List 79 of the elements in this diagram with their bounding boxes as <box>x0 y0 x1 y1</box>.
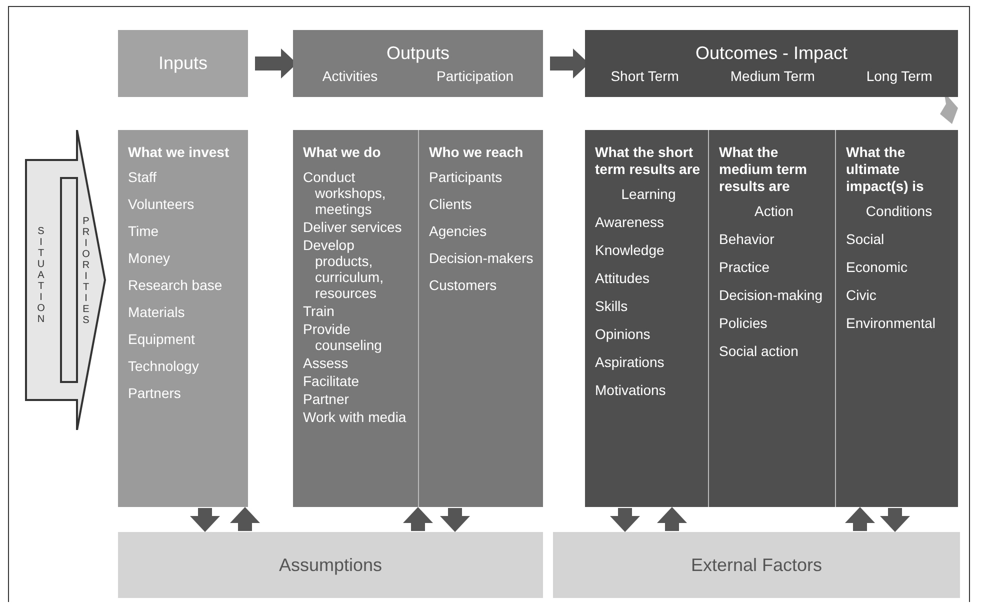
stage-subtitle: Participation <box>436 68 514 84</box>
list-item: Conduct workshops, meetings <box>303 169 387 217</box>
list-item: Learning <box>620 186 677 202</box>
list-item: Opinions <box>595 326 652 342</box>
list-item: Conditions <box>864 203 934 219</box>
list-item: Develop products, curriculum, resources <box>303 237 384 301</box>
stage-title: Inputs <box>158 53 208 74</box>
stage-header <box>585 30 958 97</box>
band-label: External Factors <box>690 554 822 576</box>
factor-band <box>553 532 960 598</box>
list-item: Civic <box>846 287 878 303</box>
content-column <box>585 130 708 507</box>
column-heading: What the ultimate impact(s) is <box>846 144 925 195</box>
list-item: Behavior <box>719 231 776 247</box>
list-item: Social action <box>719 343 800 359</box>
vertical-label: PRIORITIES <box>82 216 90 326</box>
list-item: Agencies <box>429 223 488 239</box>
stage-subtitle: Long Term <box>866 68 932 84</box>
list-item: Social <box>846 231 886 247</box>
list-item: Train <box>303 303 336 319</box>
block-arrow <box>845 507 875 531</box>
content-column <box>835 130 958 507</box>
list-item: Customers <box>429 277 498 293</box>
stage-header <box>293 30 543 97</box>
column-heading: What we invest <box>128 144 230 161</box>
column-heading: What we do <box>303 144 382 161</box>
list-item: Economic <box>846 259 908 275</box>
list-item: Policies <box>719 315 768 331</box>
list-item: Environmental <box>846 315 936 331</box>
stage-header <box>118 30 248 97</box>
list-item: Knowledge <box>595 242 666 258</box>
list-item: Attitudes <box>595 270 650 286</box>
list-item: Partner <box>303 391 350 407</box>
list-item: Facilitate <box>303 373 360 389</box>
stage-title: Outcomes - Impact <box>695 43 848 64</box>
list-item: Deliver services <box>303 219 403 235</box>
list-item: Work with media <box>303 409 408 425</box>
block-arrow <box>610 508 640 532</box>
list-item: Staff <box>128 169 158 185</box>
list-item: Money <box>128 250 172 266</box>
stage-subtitle: Medium Term <box>730 68 815 84</box>
list-item: Motivations <box>595 382 667 398</box>
block-arrow <box>403 507 433 531</box>
list-item: Aspirations <box>595 354 666 370</box>
list-item: Provide counseling <box>303 321 383 353</box>
list-item: Decision-making <box>719 287 824 303</box>
list-item: Volunteers <box>128 196 196 212</box>
block-arrow <box>657 507 687 531</box>
stage-title: Outputs <box>386 43 450 64</box>
band-label: Assumptions <box>278 554 382 576</box>
list-item: Participants <box>429 169 504 185</box>
content-column <box>708 130 835 507</box>
list-item: Skills <box>595 298 629 314</box>
content-column <box>418 130 543 507</box>
list-item: Technology <box>128 358 200 374</box>
column-heading: What the short term results are <box>595 144 702 178</box>
list-item: Research base <box>128 277 224 293</box>
column-heading: What the medium term results are <box>719 144 808 195</box>
list-item: Clients <box>429 196 473 212</box>
content-column <box>293 130 418 507</box>
column-heading: Who we reach <box>429 144 524 161</box>
list-item: Action <box>754 203 794 219</box>
stage-subtitle: Short Term <box>610 68 679 84</box>
list-item: Materials <box>128 304 186 320</box>
block-arrow <box>880 508 910 532</box>
block-arrow <box>440 508 470 532</box>
list-item: Partners <box>128 385 182 401</box>
list-item: Equipment <box>128 331 196 347</box>
list-item: Practice <box>719 259 771 275</box>
list-item: Awareness <box>595 214 666 230</box>
list-item: Time <box>128 223 160 239</box>
block-arrow <box>190 508 220 532</box>
block-arrow <box>230 507 260 531</box>
list-item: Assess <box>303 355 350 371</box>
stage-subtitle: Activities <box>322 68 378 84</box>
list-item: Decision-makers <box>429 250 534 266</box>
factor-band <box>118 532 543 598</box>
content-column <box>118 130 248 507</box>
vertical-label: SITUATION <box>37 226 45 325</box>
